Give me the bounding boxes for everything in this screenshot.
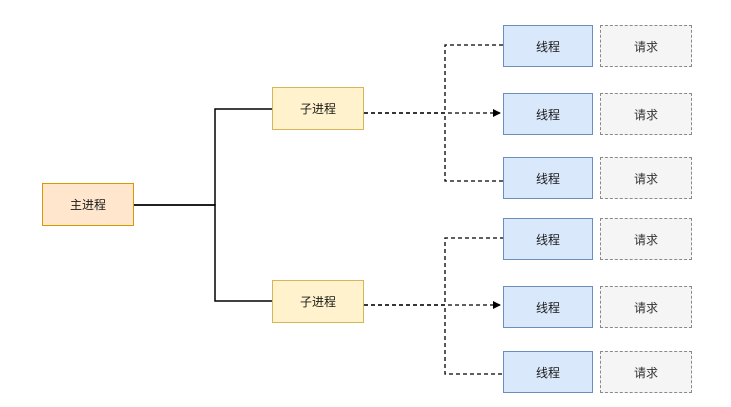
request-node: 请求 — [600, 157, 692, 199]
sub-process-node: 子进程 — [272, 280, 364, 323]
sub-process-node: 子进程 — [272, 87, 364, 130]
thread-node: 线程 — [503, 351, 593, 393]
edge-sub1-to-thread-3 — [364, 112, 503, 182]
thread-node: 线程 — [503, 218, 593, 260]
request-node: 请求 — [600, 351, 692, 393]
thread-node: 线程 — [503, 157, 593, 199]
edge-sub1-to-thread-1 — [364, 44, 503, 114]
request-node: 请求 — [600, 286, 692, 328]
edge-sub2-to-thread-4 — [364, 237, 503, 306]
thread-node: 线程 — [503, 286, 593, 328]
edge-main-to-sub-1 — [134, 108, 272, 206]
edge-main-to-sub-2 — [134, 204, 272, 302]
request-node: 请求 — [600, 25, 692, 67]
request-node: 请求 — [600, 93, 692, 135]
edge-sub2-to-thread-6 — [364, 304, 503, 375]
main-process-node: 主进程 — [42, 183, 134, 226]
thread-node: 线程 — [503, 25, 593, 67]
thread-node: 线程 — [503, 93, 593, 135]
request-node: 请求 — [600, 218, 692, 260]
